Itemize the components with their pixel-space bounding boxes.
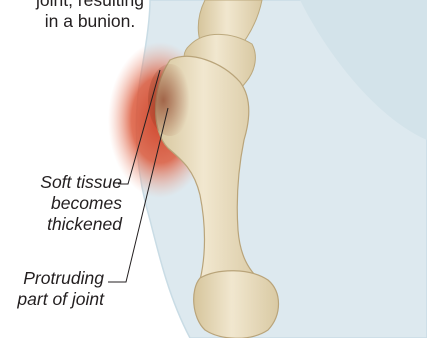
caption-top-line-2: in a bunion.	[24, 11, 156, 32]
caption-prot-line-2: part of joint	[4, 289, 104, 310]
caption-soft-line-3: thickened	[8, 214, 122, 235]
caption-protruding-joint: Protruding part of joint	[4, 268, 104, 310]
caption-top: joint, resulting in a bunion.	[24, 0, 156, 32]
joint-shadow	[148, 64, 192, 136]
caption-soft-line-1: Soft tissue	[8, 172, 122, 193]
caption-top-line-1: joint, resulting	[24, 0, 156, 11]
caption-soft-line-2: becomes	[8, 193, 122, 214]
metatarsal-base	[194, 271, 279, 338]
caption-soft-tissue: Soft tissue becomes thickened	[8, 172, 122, 235]
caption-prot-line-1: Protruding	[4, 268, 104, 289]
